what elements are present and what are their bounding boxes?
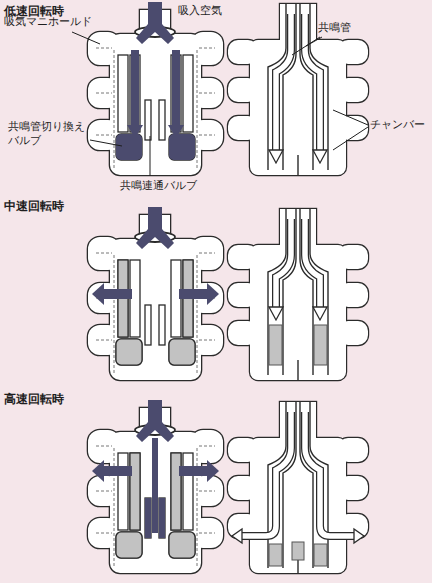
flow-high [92, 438, 219, 538]
section-heading: 中速回転時 [4, 199, 64, 214]
shaded-tubes [269, 325, 282, 365]
manifold-figure [88, 400, 223, 573]
flow-low [131, 50, 139, 125]
flow-low [116, 50, 195, 160]
schematic-figure [228, 402, 368, 573]
schematic-figure [228, 209, 368, 380]
flow-high [152, 438, 158, 533]
arrow-head [269, 150, 327, 163]
shaded-parts [116, 339, 142, 365]
flow-low [116, 134, 142, 160]
shaded-tubes [314, 325, 327, 365]
shaded-parts [130, 453, 140, 530]
leader-lines [72, 32, 368, 176]
shaded-tubes [269, 325, 327, 365]
flow-high [179, 466, 207, 476]
leader-line [90, 140, 122, 146]
part-label: 共鳴連通バルブ [120, 179, 197, 193]
flow-low [169, 134, 195, 160]
part-label: チャンバー [370, 118, 425, 132]
flow-high [207, 460, 219, 482]
flow-arrow [242, 412, 354, 536]
flow-mid [92, 283, 104, 305]
shaded-parts [116, 532, 142, 558]
part-label: 吸入空気 [178, 4, 222, 18]
flow-arrow-edge [242, 412, 354, 536]
manifold-figure [88, 2, 223, 175]
flow-mid [92, 283, 219, 305]
flow-high [145, 498, 151, 538]
flow-arrow-edge [276, 219, 320, 307]
flow-high [104, 466, 132, 476]
schematic-low [228, 4, 368, 175]
part-label: 共鳴管切り換えバルブ [8, 120, 88, 148]
flow-arrow-edge [276, 14, 320, 150]
leader-line [333, 110, 368, 150]
schematic-high [228, 402, 368, 573]
shaded-tubes [314, 544, 327, 566]
shaded-tubes [269, 542, 327, 566]
manifold-low [88, 2, 223, 175]
shaded-tubes [292, 542, 304, 560]
part-label: 共鳴管 [318, 21, 351, 35]
schematic-mid [228, 209, 368, 380]
section-heading: 高速回転時 [4, 392, 64, 407]
part-label: 吸気マニホールド [4, 15, 92, 29]
leader-line [150, 136, 151, 176]
manifold-figure [88, 207, 223, 380]
shaded-parts [116, 260, 195, 365]
flow-mid [104, 289, 132, 299]
flow-high [159, 498, 165, 538]
shaded-parts [171, 453, 181, 530]
arrow-head [269, 307, 327, 320]
flow-arrow [276, 219, 320, 307]
shaded-parts [169, 532, 195, 558]
flow-low [172, 50, 180, 125]
leader-line [292, 37, 322, 55]
manifold-high [88, 400, 223, 573]
flow-mid [179, 289, 207, 299]
shaded-tubes [269, 544, 282, 566]
shaded-parts [169, 339, 195, 365]
arrow-head [232, 529, 364, 543]
schematic-figure [228, 4, 368, 175]
flow-high [92, 460, 104, 482]
flow-arrow [276, 14, 320, 150]
flow-mid [207, 283, 219, 305]
leader-line [72, 32, 100, 44]
manifold-mid [88, 207, 223, 380]
